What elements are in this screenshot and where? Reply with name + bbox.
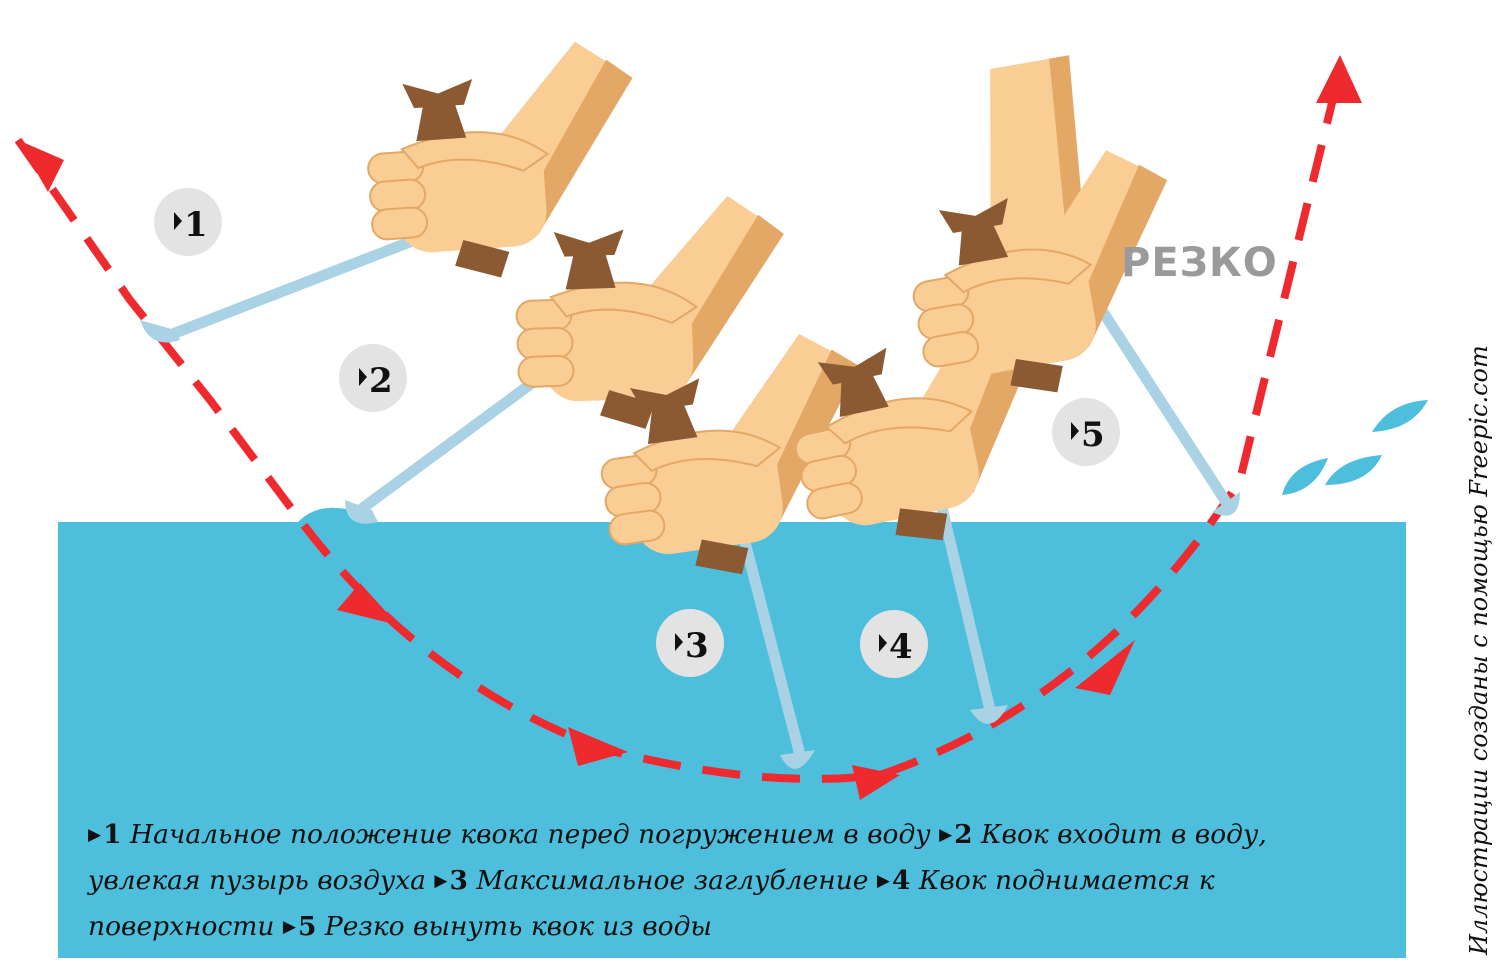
caption-step-num: 4 bbox=[891, 865, 911, 896]
direction-arrow-1 bbox=[140, 232, 422, 343]
caption-step-num: 2 bbox=[954, 819, 973, 850]
svg-text:1: 1 bbox=[184, 205, 208, 245]
svg-text:3: 3 bbox=[685, 626, 709, 666]
svg-text:4: 4 bbox=[889, 627, 913, 667]
triangle-bullet-icon: ▶ bbox=[434, 871, 448, 891]
caption-step-text: Резко вынуть квок из воды bbox=[316, 911, 713, 942]
step-badge-1: 1 bbox=[154, 188, 222, 256]
path-arrow-icon bbox=[337, 583, 398, 625]
caption-step-text: Максимальное заглубление bbox=[467, 865, 877, 896]
caption-step-num: 5 bbox=[298, 911, 317, 942]
label-sharp: РЕЗКО bbox=[1121, 240, 1278, 286]
caption-step-num: 1 bbox=[103, 819, 122, 850]
splash-drop-icon bbox=[1282, 458, 1328, 495]
movement-path bbox=[14, 69, 1344, 783]
water-splash bbox=[298, 507, 358, 522]
splash-drop-icon bbox=[1372, 400, 1428, 432]
step-badge-2: 2 bbox=[339, 344, 407, 412]
hand-icon bbox=[893, 55, 1202, 416]
caption-step-text: Квок входит в воду, увлекая пузырь возду… bbox=[88, 819, 1267, 896]
path-arrow-icon bbox=[852, 765, 900, 800]
path-arrow-icon bbox=[1075, 640, 1135, 695]
path-arrow-end-icon bbox=[1316, 55, 1362, 103]
triangle-bullet-icon: ▶ bbox=[282, 917, 296, 937]
triangle-bullet-icon: ▶ bbox=[88, 825, 102, 845]
svg-text:5: 5 bbox=[1081, 415, 1105, 455]
path-arrow-start-icon bbox=[18, 140, 64, 192]
svg-text:2: 2 bbox=[369, 361, 393, 401]
caption-step-text: Начальное положение квока перед погружен… bbox=[121, 819, 940, 850]
step-badge-5: 5 bbox=[1052, 398, 1120, 466]
triangle-bullet-icon: ▶ bbox=[939, 825, 953, 845]
water-area bbox=[58, 522, 1406, 958]
path-arrow-icon bbox=[568, 727, 628, 766]
caption-step-num: 3 bbox=[449, 865, 468, 896]
step-badge-4: 4 bbox=[860, 610, 928, 678]
credit-text: Иллюстрации созданы с помощью Freepic.co… bbox=[1465, 345, 1493, 955]
step-badge-3: 3 bbox=[656, 609, 724, 677]
direction-arrow-5 bbox=[1087, 292, 1240, 516]
direction-arrow-3 bbox=[732, 513, 815, 769]
triangle-bullet-icon: ▶ bbox=[876, 871, 890, 891]
caption-step-text: Квок поднимается к поверхности bbox=[88, 865, 1215, 942]
splash-drop-icon bbox=[1325, 455, 1382, 485]
caption-text: ▶1 Начальное положение квока перед погру… bbox=[88, 812, 1358, 950]
